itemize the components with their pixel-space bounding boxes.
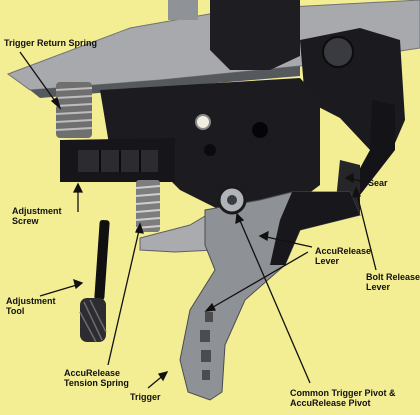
housing-hole-dark	[252, 122, 268, 138]
label-accurelease-lever: AccuRelease Lever	[315, 246, 372, 266]
label-common-pivot: Common Trigger Pivot & AccuRelease Pivot	[290, 388, 396, 408]
receiver-plate-edge	[30, 66, 300, 98]
common-pivot-center	[227, 195, 237, 205]
trigger-return-spring	[55, 82, 93, 138]
label-trigger-return-spring: Trigger Return Spring	[4, 38, 98, 48]
adjustment-tool	[79, 219, 110, 343]
bolt-release-pivot	[322, 36, 354, 68]
bolt-top	[210, 0, 300, 70]
housing-hole-light	[195, 114, 211, 130]
label-sear: Sear	[368, 178, 388, 188]
callout-lines	[19, 51, 377, 389]
label-adjustment-tool: Adjustment Tool	[6, 296, 56, 316]
label-bolt-release-lever: Bolt Release Lever	[366, 272, 420, 292]
label-trigger: Trigger	[130, 392, 161, 402]
bolt-cylinder	[168, 0, 198, 20]
label-accurelease-tension-spring: AccuRelease Tension Spring	[64, 368, 129, 388]
adjustment-screw	[78, 150, 158, 172]
housing-hole-small	[204, 144, 216, 156]
trigger-upper-dark	[270, 192, 360, 265]
label-adjustment-screw: Adjustment Screw	[12, 206, 62, 226]
